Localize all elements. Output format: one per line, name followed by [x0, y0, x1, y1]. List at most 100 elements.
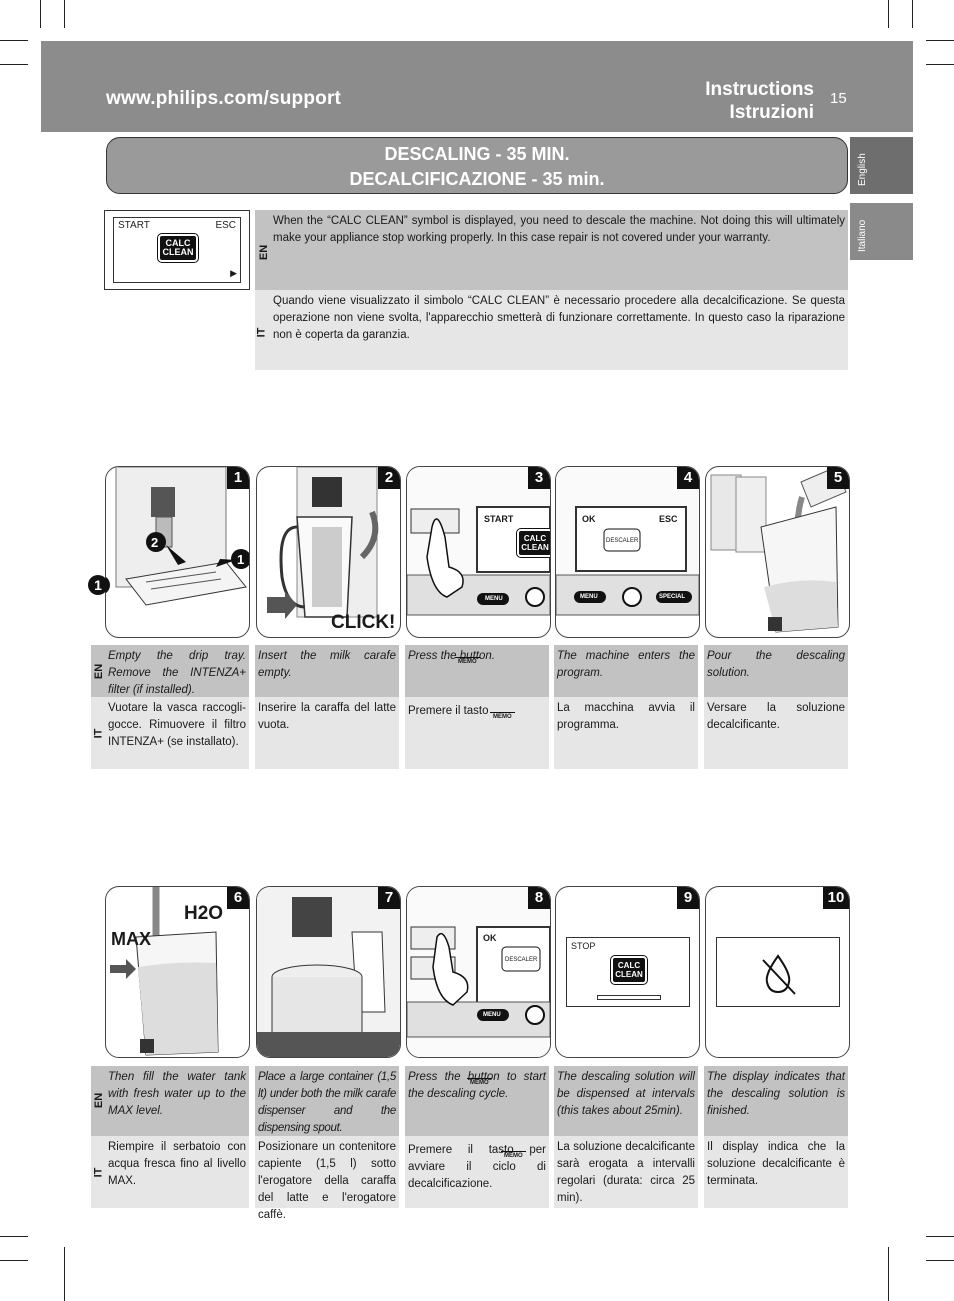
lcd-display: STOP CALC CLEAN	[566, 937, 690, 1007]
step-4-caption-it: La macchina avvia il programma.	[554, 697, 698, 769]
panel-descaler-drawing	[556, 467, 699, 616]
crop-mark	[888, 0, 889, 28]
descaler-icon: DESCALER	[505, 957, 538, 963]
max-label: MAX	[111, 929, 151, 949]
step-2-caption-en: Insert the milk carafe empty.	[255, 645, 399, 697]
title-it: Istruzioni	[729, 102, 814, 123]
lang-label-en: EN	[258, 244, 271, 261]
panel-press-ok-drawing	[407, 887, 550, 1057]
crop-mark	[0, 1260, 28, 1261]
lang-label-it: IT	[255, 327, 268, 338]
lang-label-en: EN	[93, 663, 106, 680]
header-title: Instructions Istruzioni	[705, 78, 814, 124]
step-8-caption-en: Press the button to start the descaling …	[405, 1066, 549, 1136]
step-number: 1	[227, 467, 249, 489]
crop-mark	[926, 1236, 954, 1237]
step-10-illustration: 10	[705, 886, 850, 1058]
header-bar	[41, 41, 913, 132]
display-illustration: START ESC CALC CLEAN ▶	[104, 210, 250, 290]
step-5-caption-it: Versare la soluzione decalcificante.	[704, 697, 848, 769]
step-5-caption-en: Pour the descaling solution.	[704, 645, 848, 697]
step-9-caption-it: La soluzione decalcificante sarà erogata…	[554, 1136, 698, 1208]
lang-label-en: EN	[93, 1092, 106, 1109]
step-3-caption-en: Press the button.MEMO	[405, 645, 549, 697]
lcd-display	[716, 937, 840, 1007]
special-button: SPECIAL	[659, 594, 686, 600]
step-5-illustration: 5	[705, 466, 850, 638]
step-number: 3	[528, 467, 550, 489]
lcd-stop-label: STOP	[571, 941, 596, 951]
step-number: 2	[378, 467, 400, 489]
intro-en-row: EN When the “CALC CLEAN” symbol is displ…	[255, 210, 848, 290]
pour-solution-drawing	[710, 467, 847, 633]
step-number: 6	[227, 887, 249, 909]
crop-mark	[64, 1247, 65, 1301]
lcd-esc-label: ESC	[215, 220, 236, 231]
crop-mark	[926, 40, 954, 41]
crop-mark	[926, 1260, 954, 1261]
step-6-illustration: H2O MAX 6	[105, 886, 250, 1058]
banner-title-en: DESCALING - 35 MIN.	[384, 144, 570, 164]
crop-mark	[926, 64, 954, 65]
step-10-caption-it: Il display indica che la soluzione decal…	[704, 1136, 848, 1208]
intro-it-text: Quando viene visualizzato il simbolo “CA…	[273, 295, 845, 341]
crop-mark	[912, 0, 913, 28]
carafe-drawing	[267, 467, 379, 619]
lcd-ok-label: OK	[582, 514, 596, 524]
menu-button: MENU	[483, 1012, 501, 1018]
step-9-caption-en: The descaling solution will be dispensed…	[554, 1066, 698, 1136]
step-4-caption-en: The machine enters the program.	[554, 645, 698, 697]
crop-mark	[64, 0, 65, 28]
lcd-ok-label: OK	[483, 933, 497, 943]
menu-button: MENU	[485, 596, 503, 602]
step-1-caption-en: EN Empty the drip tray. Remove the INTEN…	[91, 645, 249, 697]
step-8-illustration: OK DESCALER MENU 8	[406, 886, 551, 1058]
page-number: 15	[830, 90, 847, 107]
step-number: 8	[528, 887, 550, 909]
step-9-illustration: STOP CALC CLEAN 9	[555, 886, 700, 1058]
step-6-caption-en: EN Then fill the water tank with fresh w…	[91, 1066, 249, 1136]
step-number: 7	[378, 887, 400, 909]
memo-button-icon: MEMO	[490, 712, 515, 721]
step-6-caption-it: IT Riempire il serbatoio con acqua fresc…	[91, 1136, 249, 1208]
tab-italiano[interactable]: Italiano	[850, 203, 913, 260]
step-2-caption-it: Inserire la caraffa del latte vuota.	[255, 697, 399, 769]
intro-it-row: IT Quando viene visualizzato il simbolo …	[255, 290, 848, 370]
step-10-caption-en: The display indicates that the descaling…	[704, 1066, 848, 1136]
tab-english[interactable]: English	[850, 137, 913, 194]
step-number: 4	[677, 467, 699, 489]
step-8-caption-it: Premere il tasto per avviare il ciclo di…	[405, 1136, 549, 1208]
lang-label-it: IT	[92, 728, 105, 739]
memo-button-icon: MEMO	[455, 657, 480, 666]
step-4-illustration: OK ESC DESCALER MENU SPECIAL 4	[555, 466, 700, 638]
lcd-start-label: START	[484, 514, 514, 524]
crop-mark	[40, 0, 41, 28]
support-url[interactable]: www.philips.com/support	[106, 88, 342, 109]
step-number: 10	[823, 887, 849, 909]
step-7-caption-it: Posizionare un contenitore capiente (1,5…	[255, 1136, 399, 1221]
crop-mark	[888, 1247, 889, 1301]
step-1-illustration: 2 1 1	[105, 466, 250, 638]
crop-mark	[0, 1236, 28, 1237]
title-en: Instructions	[705, 79, 814, 100]
drip-tray-drawing: 2 1	[106, 467, 249, 606]
svg-text:2: 2	[151, 535, 158, 550]
no-water-icon	[762, 954, 796, 995]
intro-en-text: When the “CALC CLEAN” symbol is displaye…	[273, 215, 845, 244]
calc-clean-icon: CALC CLEAN	[516, 528, 550, 558]
step-3-illustration: START CALC CLEAN MENU 3	[406, 466, 551, 638]
svg-text:1: 1	[237, 552, 244, 567]
progress-bar	[597, 995, 661, 1000]
step-1-caption-it: IT Vuotare la vasca raccogli-gocce. Rimu…	[91, 697, 249, 769]
step-number: 5	[827, 467, 849, 489]
step-1-badge-1: 1	[88, 575, 108, 595]
step-number: 9	[677, 887, 699, 909]
step-2-illustration: 2 CLICK!	[256, 466, 401, 638]
h2o-label: H2O	[184, 903, 224, 924]
panel-press-drawing	[407, 467, 550, 616]
crop-mark	[0, 64, 28, 65]
memo-button-icon: MEMO	[501, 1151, 526, 1160]
water-tank-drawing	[110, 887, 219, 1056]
click-label: CLICK!	[331, 612, 396, 633]
calc-clean-icon: CALC CLEAN	[610, 955, 648, 985]
